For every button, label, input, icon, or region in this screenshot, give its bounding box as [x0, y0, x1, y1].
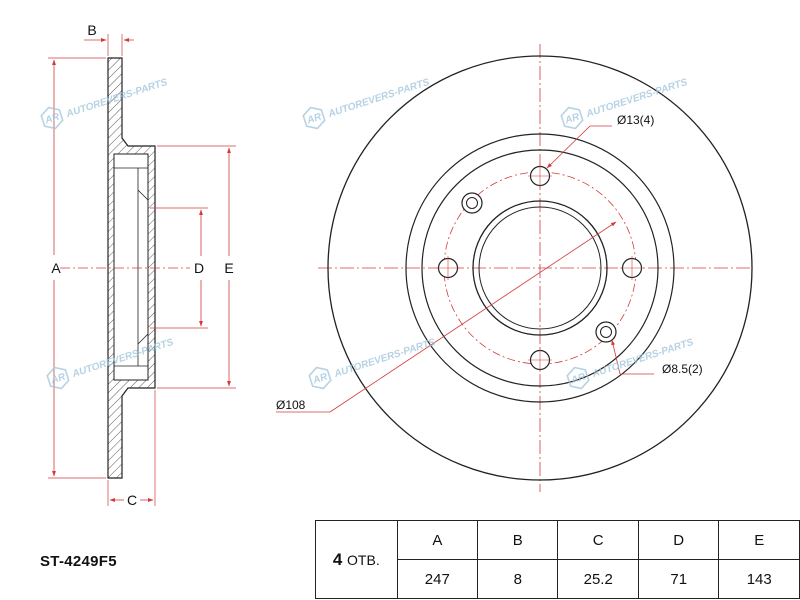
- watermark-logo-icon: [308, 366, 332, 390]
- pcd-label: Ø108: [276, 398, 306, 412]
- hat-cavity: [113, 153, 149, 381]
- bolt-holes-large: [436, 164, 644, 372]
- dim-label-a: A: [51, 260, 61, 276]
- spec-value-c: 25.2: [557, 559, 639, 599]
- watermark-6: AR AUTOREVERS-PARTS: [566, 337, 695, 390]
- disc-outer-edge: [327, 55, 753, 481]
- spec-header-e: E: [718, 520, 800, 560]
- dim-label-c: C: [127, 492, 137, 508]
- watermark-2: AR AUTOREVERS-PARTS: [302, 77, 431, 130]
- spec-header-c: C: [557, 520, 639, 560]
- bolt-holes-cell: 4 ОТВ.: [315, 520, 398, 599]
- dim-label-b: B: [87, 22, 96, 38]
- center-bore-inner: [478, 206, 602, 330]
- front-view: Ø13(4) Ø8.5(2) Ø108: [276, 44, 753, 492]
- dim-label-d: D: [194, 260, 204, 276]
- spec-header-b: B: [477, 520, 559, 560]
- watermark-logo-text: AR: [43, 111, 62, 126]
- side-section-view: A B C D E: [48, 22, 236, 508]
- dim-label-e: E: [224, 260, 233, 276]
- spec-value-a: 247: [396, 559, 479, 599]
- watermark-1: AR AUTOREVERS-PARTS: [40, 77, 169, 130]
- watermark-logo-icon: [40, 106, 64, 130]
- watermark-logo-icon: [566, 366, 590, 390]
- spec-value-d: 71: [637, 559, 720, 599]
- watermark-logo-text: AR: [569, 371, 588, 386]
- watermark-5: AR AUTOREVERS-PARTS: [308, 337, 437, 390]
- watermark-logo-text: AR: [563, 111, 582, 126]
- spec-table-value-row: 247 8 25.2 71 143: [316, 559, 800, 599]
- watermark-logo-icon: [46, 366, 70, 390]
- watermark-logo-text: AR: [49, 371, 68, 386]
- hat-outer-edge: [421, 149, 659, 387]
- hole-small-label: Ø8.5(2): [662, 362, 703, 376]
- watermark-logo-icon: [560, 106, 584, 130]
- spec-value-e: 143: [718, 559, 800, 599]
- watermark-logo-text: AR: [305, 111, 324, 126]
- part-number: ST-4249F5: [40, 553, 117, 570]
- spec-header-d: D: [637, 520, 720, 560]
- locating-holes-small: [461, 192, 617, 343]
- watermark-logo-icon: [302, 106, 326, 130]
- spec-table: 4 ОТВ. A B C D E 247 8 25.2 71 143: [315, 520, 800, 599]
- center-bore-outer: [472, 200, 608, 336]
- spec-header-a: A: [396, 520, 479, 560]
- bolt-holes-count: 4: [332, 549, 343, 569]
- spec-value-b: 8: [477, 559, 559, 599]
- watermark-logo-text: AR: [311, 371, 330, 386]
- watermark-brand: AUTOREVERS-PARTS: [326, 77, 431, 120]
- bolt-holes-unit: ОТВ.: [347, 551, 380, 568]
- spec-table-header-row: 4 ОТВ. A B C D E: [315, 520, 800, 599]
- hole-large-label: Ø13(4): [617, 113, 654, 127]
- locating-hole-lower-right: [595, 321, 617, 343]
- locating-hole-upper-left: [461, 192, 483, 214]
- friction-ring-inner-edge: [405, 133, 675, 403]
